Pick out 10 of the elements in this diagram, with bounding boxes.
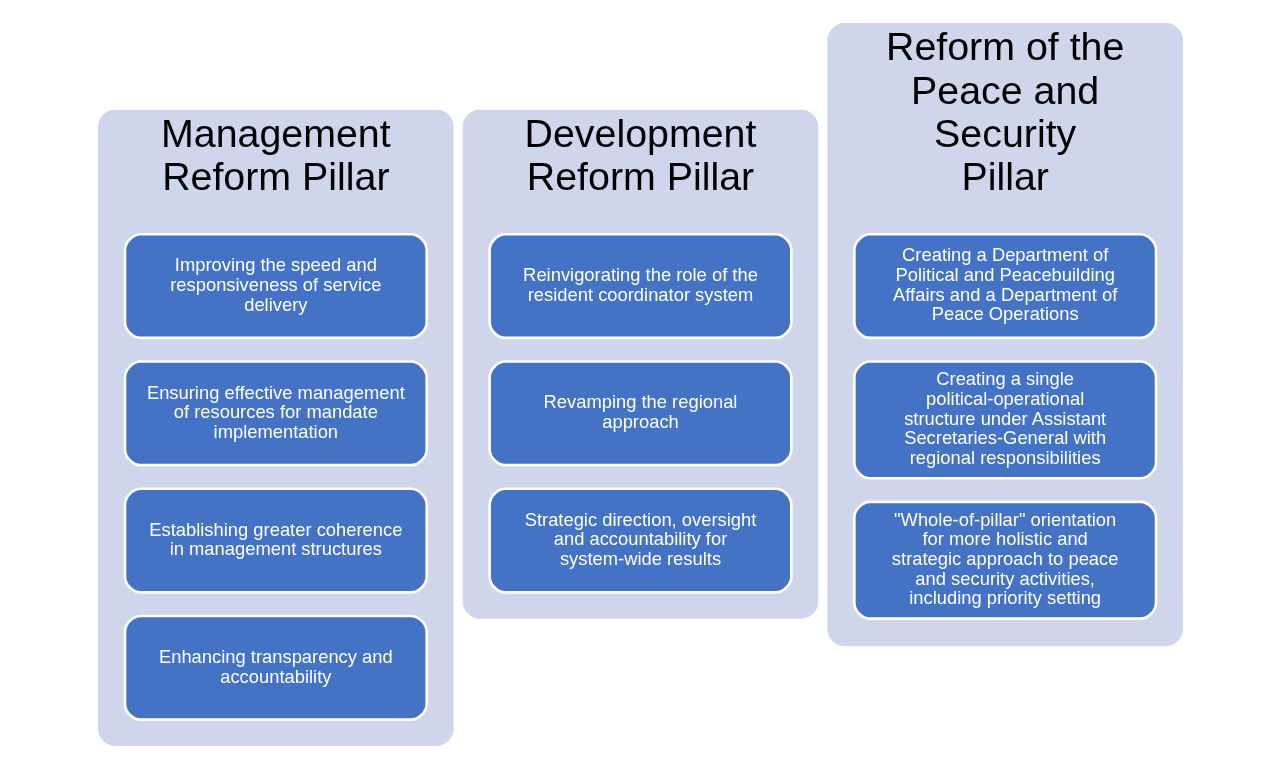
node-box: Improving the speed and responsiveness of service delivery <box>123 233 428 340</box>
node-box: Ensuring effective management of resources for mandate implementation <box>123 360 428 467</box>
node-box: Enhancing transparency and accountability <box>123 614 428 721</box>
node-box: Reinvigorating the role of the resident coordinator system <box>487 233 793 340</box>
node-box: Revamping the regional approach <box>487 360 793 467</box>
node-box: Creating a Department of Political and Peacebuilding Affairs and a Department of Peace Operations <box>852 233 1157 340</box>
node-box: Strategic direction, oversight and accountability for system-wide results <box>487 487 793 594</box>
node-box: Creating a single political-operational structure under Assistant Secretaries-General with regional responsibilities <box>852 360 1157 480</box>
node-box: "Whole-of-pillar" orientation for more holistic and strategic approach to peace and security activities, including priority setting <box>852 500 1157 620</box>
node-box: Establishing greater coherence in management structures <box>123 487 428 594</box>
